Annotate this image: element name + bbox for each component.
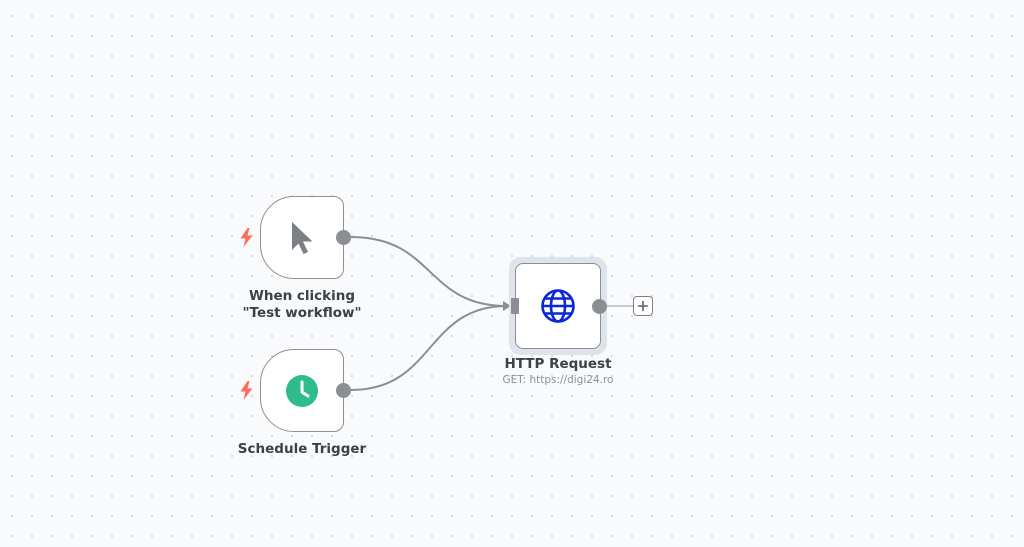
- plus-icon: [637, 300, 649, 312]
- node-schedule-trigger[interactable]: [260, 349, 344, 432]
- node-label: HTTP Request: [504, 356, 612, 372]
- globe-icon: [540, 288, 576, 324]
- connection-schedule-to-http[interactable]: [350, 305, 508, 391]
- clock-icon: [285, 374, 319, 408]
- node-label: Schedule Trigger: [237, 441, 367, 457]
- input-handle[interactable]: [511, 298, 519, 314]
- output-handle[interactable]: [336, 383, 351, 398]
- output-handle[interactable]: [336, 230, 351, 245]
- trigger-bolt-icon: [240, 381, 253, 400]
- cursor-arrow-icon: [289, 220, 315, 256]
- node-manual-trigger[interactable]: [260, 196, 344, 279]
- output-handle[interactable]: [592, 299, 607, 314]
- trigger-bolt-icon: [240, 228, 253, 247]
- connection-manual-to-http[interactable]: [350, 236, 508, 307]
- connection-arrowhead: [503, 301, 511, 311]
- node-subtitle: GET: https://digi24.ro: [502, 374, 614, 386]
- add-node-button[interactable]: [633, 296, 653, 316]
- node-http-request[interactable]: [515, 263, 601, 349]
- node-label: When clicking "Test workflow": [242, 288, 362, 321]
